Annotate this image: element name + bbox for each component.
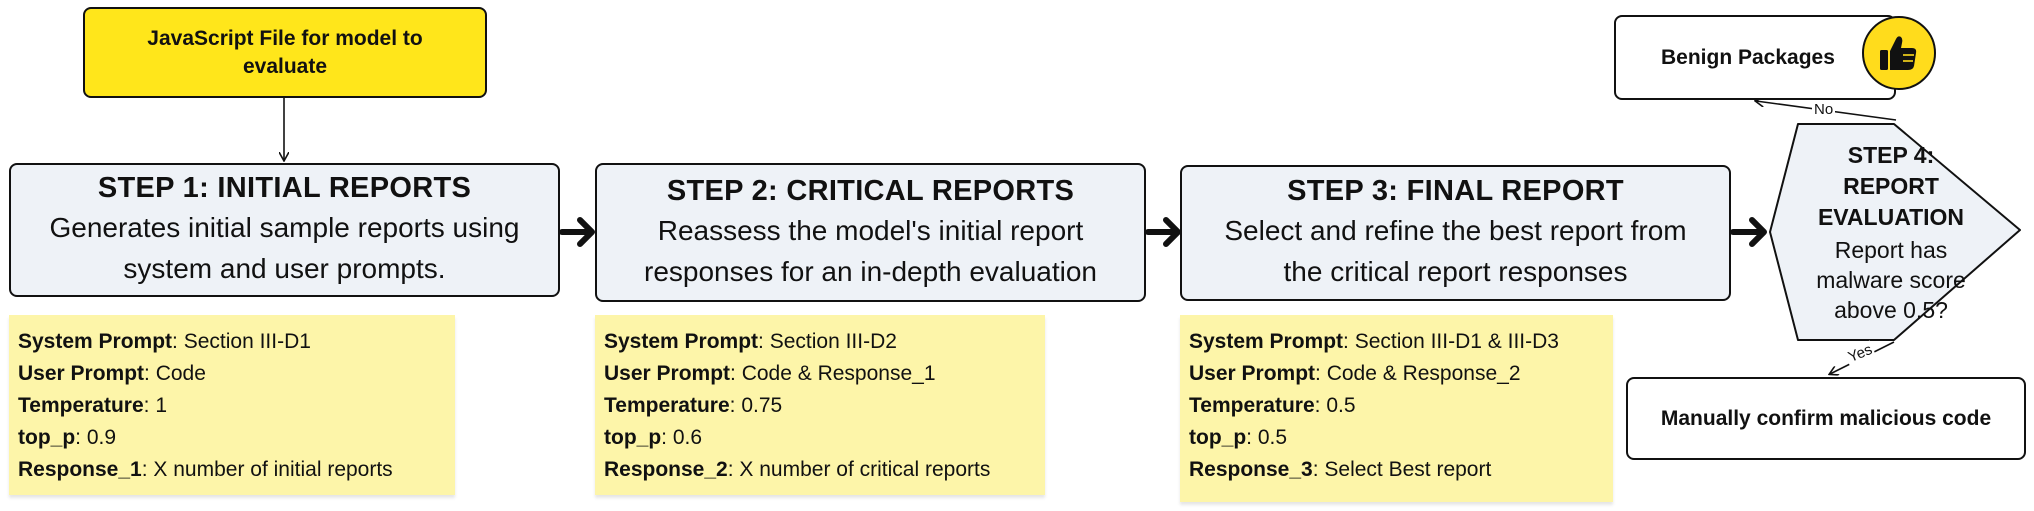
step-4-title-line-2: REPORT bbox=[1843, 173, 1939, 199]
step-1-parameters-note: System Prompt: Section III-D1 User Promp… bbox=[9, 315, 455, 495]
note-row: Response_2: X number of critical reports bbox=[604, 458, 991, 481]
step-4-title-line-1: STEP 4: bbox=[1847, 142, 1935, 168]
note-row: Temperature: 0.75 bbox=[604, 394, 783, 417]
note-row: User Prompt: Code bbox=[18, 362, 206, 385]
step-4-desc-line-3: above 0.5? bbox=[1834, 297, 1948, 323]
note-row: Response_3: Select Best report bbox=[1189, 458, 1492, 481]
note-row: top_p: 0.6 bbox=[604, 426, 703, 449]
step-2-desc-line-1: Reassess the model's initial report bbox=[657, 214, 1084, 246]
step-2-parameters-note: System Prompt: Section III-D2 User Promp… bbox=[595, 315, 1045, 495]
step-4-title-line-3: EVALUATION bbox=[1817, 204, 1965, 230]
step-3-desc-line-1: Select and refine the best report from bbox=[1224, 215, 1687, 246]
step-2-critical-reports: STEP 2: CRITICAL REPORTS Reassess the mo… bbox=[595, 163, 1146, 302]
step-1-title: STEP 1: INITIAL REPORTS bbox=[97, 172, 472, 204]
note-row: System Prompt: Section III-D1 bbox=[18, 330, 311, 353]
note-row: System Prompt: Section III-D1 & III-D3 bbox=[1189, 330, 1559, 353]
step-3-title: STEP 3: FINAL REPORT bbox=[1287, 175, 1624, 207]
thumbs-up-icon bbox=[1862, 16, 1936, 90]
benign-label: Benign Packages bbox=[1661, 45, 1835, 69]
step-2-title: STEP 2: CRITICAL REPORTS bbox=[666, 174, 1075, 207]
confirm-label: Manually confirm malicious code bbox=[1660, 406, 1992, 430]
manual-confirm-box: Manually confirm malicious code bbox=[1626, 377, 2026, 460]
note-row: Response_1: X number of initial reports bbox=[18, 458, 393, 481]
note-row: Temperature: 1 bbox=[18, 394, 168, 417]
benign-packages-box: Benign Packages bbox=[1614, 15, 1896, 100]
input-label: JavaScript File for model to evaluate bbox=[147, 26, 423, 78]
arrow-step1-to-step2 bbox=[559, 217, 595, 247]
note-row: Temperature: 0.5 bbox=[1189, 394, 1356, 417]
decision-hexagon bbox=[1769, 123, 2021, 341]
input-javascript-file: JavaScript File for model to evaluate bbox=[83, 7, 487, 98]
note-row: System Prompt: Section III-D2 bbox=[604, 330, 897, 353]
note-row: top_p: 0.5 bbox=[1189, 426, 1288, 449]
step-3-desc-line-2: the critical report responses bbox=[1283, 256, 1628, 287]
step-4-desc-line-1: Report has bbox=[1834, 237, 1948, 263]
step-4-desc-line-2: malware score bbox=[1816, 267, 1966, 293]
step-1-desc-line-1: Generates initial sample reports using bbox=[49, 212, 520, 243]
step-1-initial-reports: STEP 1: INITIAL REPORTS Generates initia… bbox=[9, 163, 560, 297]
note-row: top_p: 0.9 bbox=[18, 426, 117, 449]
step-3-parameters-note: System Prompt: Section III-D1 & III-D3 U… bbox=[1180, 315, 1613, 502]
step-1-desc-line-2: system and user prompts. bbox=[123, 253, 446, 284]
step-4-report-evaluation: STEP 4: REPORT EVALUATION Report has mal… bbox=[1775, 140, 2007, 325]
note-row: User Prompt: Code & Response_2 bbox=[1189, 362, 1521, 385]
step-3-final-report: STEP 3: FINAL REPORT Select and refine t… bbox=[1180, 165, 1731, 301]
arrow-step2-to-step3 bbox=[1145, 217, 1181, 247]
edge-label-no: No bbox=[1812, 101, 1836, 118]
step-2-desc-line-2: responses for an in-depth evaluation bbox=[644, 255, 1097, 287]
note-row: User Prompt: Code & Response_1 bbox=[604, 362, 936, 385]
arrow-step3-to-step4 bbox=[1730, 217, 1767, 247]
